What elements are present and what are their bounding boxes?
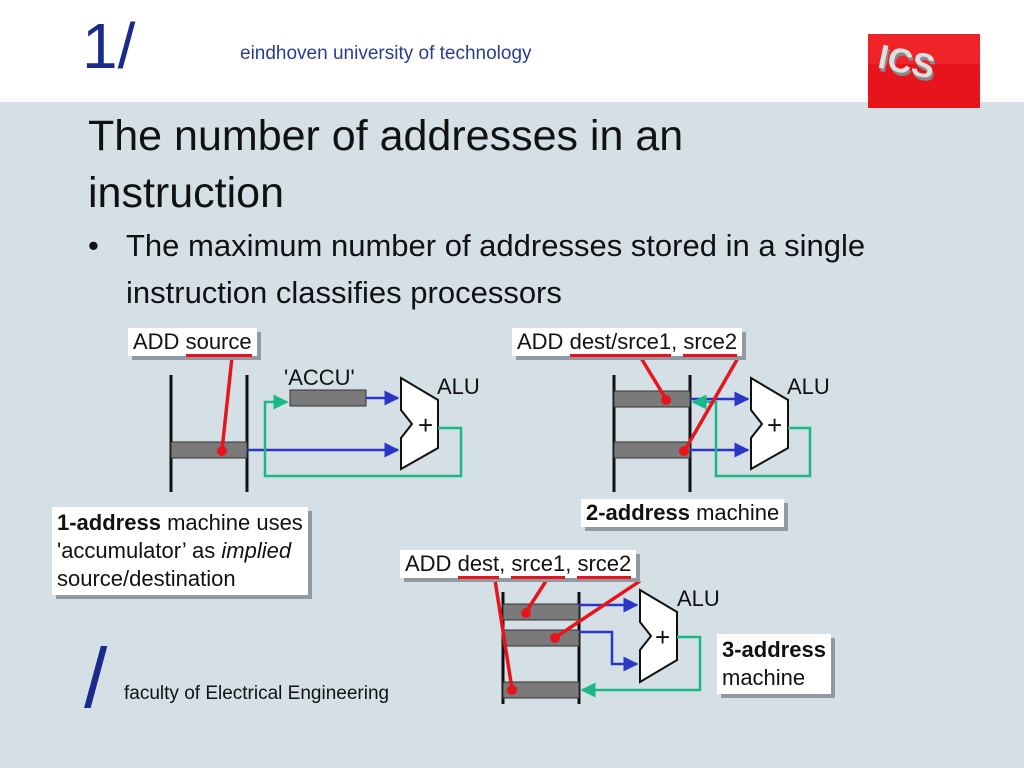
alu-result-to-dest [580,635,702,698]
source-pointer-dot [217,446,227,456]
alu-result-feedback [263,394,463,478]
source-pointer [220,356,234,451]
dest-srce1-pointer [639,357,668,400]
slide-title: The number of addresses in an instructio… [88,112,684,217]
register-dest [502,681,580,699]
footer-slash-mark: / [84,631,108,725]
caption-bold: 2-address [586,500,690,525]
operand-separator: , [499,551,512,576]
operand-separator: , [565,551,578,576]
one-address-instruction: ADD source [128,328,257,357]
srce2-pointer [555,579,641,639]
operand-srce1: srce1 [511,551,566,579]
two-address-diagram: ALU + [612,357,830,492]
ics-logo: ICS ICS [868,34,980,108]
operand-source: source [185,329,252,357]
two-address-caption: 2-address machine [581,499,785,527]
alu-shape [639,588,678,684]
operand-dest: dest [457,551,500,579]
three-address-caption: 3-address machine [717,634,831,694]
faculty-name: faculty of Electrical Engineering [124,683,390,704]
caption-bold: 1-address [57,510,161,535]
dest-pointer [493,579,514,690]
alu-plus: + [418,410,433,440]
srce1-pointer [524,580,548,613]
tue-logo-mark: 1/ [82,10,136,82]
register-srce2 [613,441,691,459]
caption-bold: 3-address [722,637,826,662]
alu-label: ALU [437,374,480,399]
bullet-text: The maximum number of addresses stored i… [126,228,866,310]
srce2-pointer-dot [550,633,560,643]
opcode: ADD [133,329,180,354]
srce2-to-alu-arrow [579,630,639,672]
srce1-pointer-dot [521,608,531,618]
bullet-dot: • [88,228,99,263]
opcode: ADD [405,551,452,576]
three-address-instruction: ADD dest, srce1, srce2 [400,550,637,579]
university-name: eindhoven university of technology [240,43,532,64]
register-dest-srce1 [613,390,691,408]
three-address-diagram: ALU + [493,579,720,704]
register-cell [170,441,248,459]
alu-shape [750,376,789,471]
operand-srce2: srce2 [683,329,738,357]
two-address-instruction: ADD dest/srce1, srce2 [512,328,743,357]
dest-pointer-dot [507,685,517,695]
operand-srce2: srce2 [577,551,632,579]
alu-plus: + [767,410,782,440]
operand-dest-srce1: dest/srce1 [569,329,672,357]
header-bar: 1/ eindhoven university of technology IC… [0,0,1024,108]
accumulator-register [289,389,367,407]
register-srce1 [502,603,580,621]
one-address-caption: 1-address machine uses 'accumulator’ as … [52,507,308,595]
alu-plus: + [655,622,670,652]
accu-label: 'ACCU' [284,365,355,390]
dest-srce1-pointer-dot [661,395,671,405]
alu-label: ALU [787,374,830,399]
one-address-diagram: 'ACCU' ALU + [169,356,480,492]
opcode: ADD [517,329,564,354]
alu-label: ALU [677,586,720,611]
register-srce2 [502,629,580,647]
operand-separator: , [671,329,684,354]
alu-shape [400,376,439,471]
srce2-pointer-dot [679,446,689,456]
srce2-pointer [683,357,740,451]
